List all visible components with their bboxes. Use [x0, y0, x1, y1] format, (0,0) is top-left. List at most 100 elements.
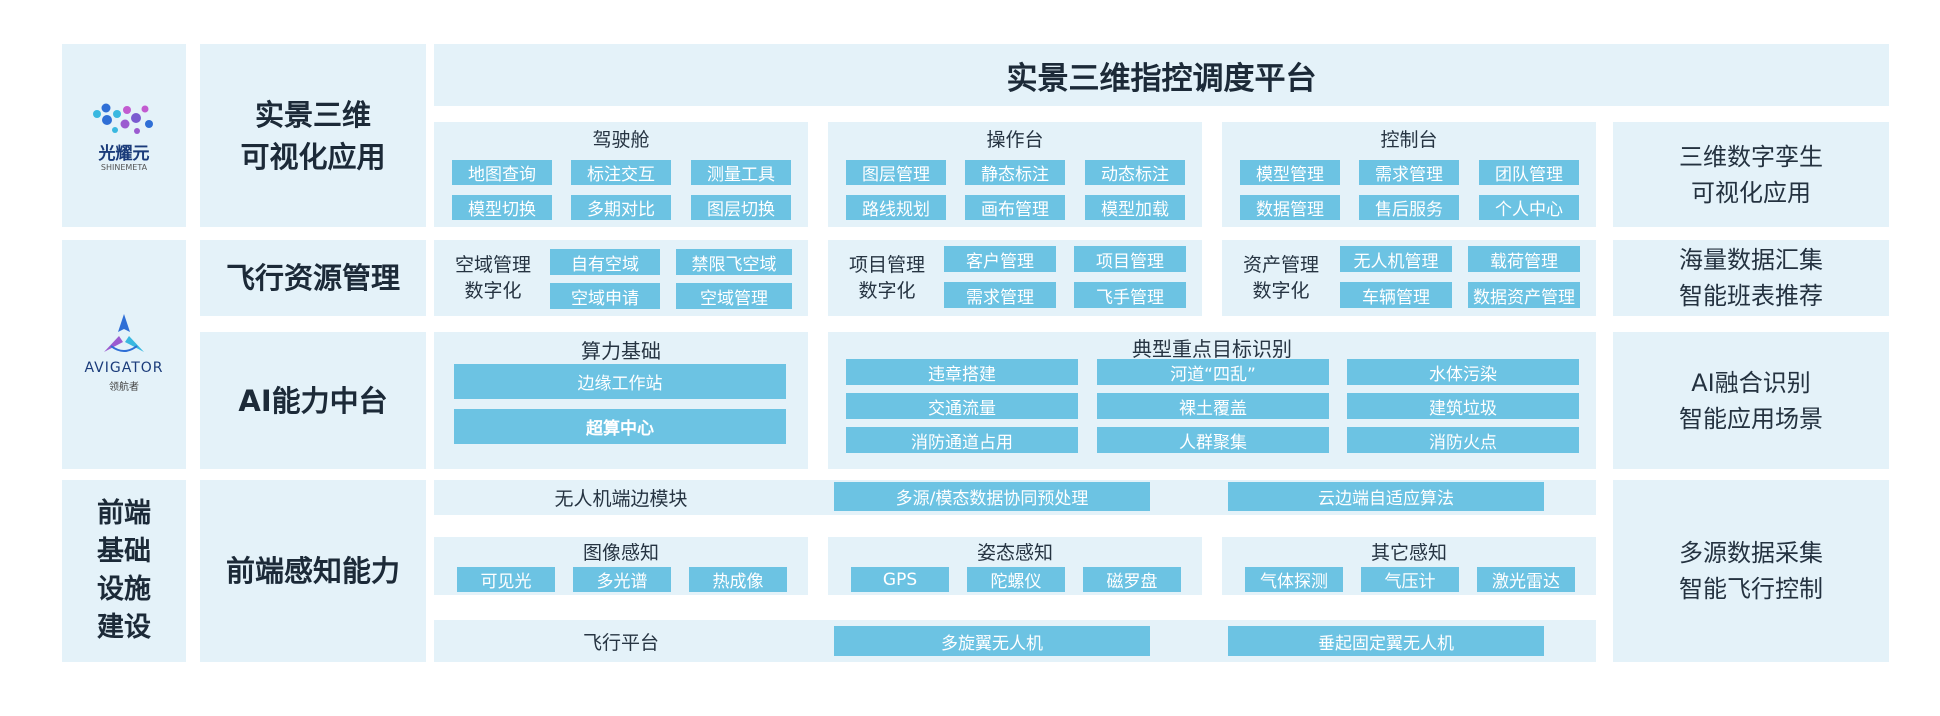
shinemeta-logo-icon [93, 103, 153, 134]
flight-platform-label: 飞行平台 [582, 631, 659, 654]
project-customer-manage[interactable]: 客户管理 [944, 246, 1056, 272]
target-bare-soil-cover[interactable]: 裸土覆盖 [1097, 393, 1329, 419]
flight-vtol-fixed-wing-drone[interactable]: 垂起固定翼无人机 [1228, 626, 1544, 656]
right-label-data: 海量数据汇集 智能班表推荐 [1613, 240, 1889, 316]
image-visible-light[interactable]: 可见光 [457, 567, 555, 592]
cockpit-annotation-interaction[interactable]: 标注交互 [571, 160, 671, 185]
project-label-line: 数字化 [858, 280, 916, 302]
control-demand-manage[interactable]: 需求管理 [1359, 160, 1459, 185]
right-label-line: 可视化应用 [1691, 178, 1811, 207]
edge-cloud-adaptive-algorithm[interactable]: 云边端自适应算法 [1228, 482, 1544, 511]
control-team-manage[interactable]: 团队管理 [1479, 160, 1579, 185]
console-canvas-manage[interactable]: 画布管理 [965, 195, 1065, 220]
asset-label-line: 资产管理 [1242, 254, 1319, 276]
right-label-twin: 三维数字孪生 可视化应用 [1613, 122, 1889, 227]
project-project-manage[interactable]: 项目管理 [1074, 246, 1186, 272]
airspace-own[interactable]: 自有空域 [550, 249, 660, 275]
frontend-infra-label: 前端 基础 设施 建设 [62, 480, 186, 662]
row-label-ai: AI能力中台 [200, 332, 426, 469]
control-data-manage[interactable]: 数据管理 [1240, 195, 1340, 220]
shinemeta-logo-name: 光耀元 [98, 143, 150, 164]
image-thermal[interactable]: 热成像 [689, 567, 787, 592]
pose-compass[interactable]: 磁罗盘 [1083, 567, 1181, 592]
flight-multirotor-drone[interactable]: 多旋翼无人机 [834, 626, 1150, 656]
avigator-logo-sub: 领航者 [109, 381, 139, 393]
cockpit-model-switch[interactable]: 模型切换 [452, 195, 552, 220]
asset-payload-manage[interactable]: 载荷管理 [1468, 246, 1580, 272]
airspace-label: 空域管理 数字化 [438, 240, 548, 316]
compute-edge-workstation[interactable]: 边缘工作站 [454, 364, 786, 399]
right-label-line: 智能应用场景 [1679, 404, 1823, 433]
compute-panel: 算力基础 [434, 332, 808, 469]
console-title: 操作台 [986, 128, 1044, 151]
target-fire-point[interactable]: 消防火点 [1347, 427, 1579, 453]
other-barometer[interactable]: 气压计 [1361, 567, 1459, 592]
frontend-infra-line: 设施 [97, 574, 151, 605]
edge-module-label: 无人机端边模块 [554, 488, 688, 510]
asset-drone-manage[interactable]: 无人机管理 [1340, 246, 1452, 272]
console-static-annotation[interactable]: 静态标注 [965, 160, 1065, 185]
row-label-frontend: 前端感知能力 [200, 480, 426, 662]
control-after-sales[interactable]: 售后服务 [1359, 195, 1459, 220]
pose-gps[interactable]: GPS [851, 567, 949, 592]
project-label-line: 项目管理 [848, 254, 925, 276]
right-label-line: 智能班表推荐 [1679, 282, 1823, 310]
asset-label: 资产管理 数字化 [1226, 240, 1336, 316]
edge-multisource-preprocess[interactable]: 多源/模态数据协同预处理 [834, 482, 1150, 511]
right-label-line: 多源数据采集 [1679, 539, 1823, 567]
cockpit-measure-tool[interactable]: 测量工具 [691, 160, 791, 185]
target-river-disorder[interactable]: 河道“四乱” [1097, 359, 1329, 385]
right-label-ai-text: AI融合识别 智能应用场景 [1613, 332, 1889, 469]
other-sensing-title: 其它感知 [1370, 541, 1447, 564]
row-label-resources-text: 飞行资源管理 [225, 261, 400, 295]
shinemeta-logo-sub: SHINEMETA [100, 162, 148, 172]
target-traffic-flow[interactable]: 交通流量 [846, 393, 1078, 419]
frontend-infra-line: 建设 [97, 612, 151, 643]
cockpit-multi-period-compare[interactable]: 多期对比 [571, 195, 671, 220]
platform-title: 实景三维指控调度平台 [1006, 60, 1317, 97]
control-model-manage[interactable]: 模型管理 [1240, 160, 1340, 185]
console-dynamic-annotation[interactable]: 动态标注 [1085, 160, 1185, 185]
right-label-line: 智能飞行控制 [1679, 575, 1823, 603]
frontend-infra-panel: 前端 基础 设施 建设 [62, 480, 186, 662]
target-illegal-construction[interactable]: 违章搭建 [846, 359, 1078, 385]
target-water-pollution[interactable]: 水体污染 [1347, 359, 1579, 385]
compute-title: 算力基础 [581, 338, 661, 363]
console-model-load[interactable]: 模型加载 [1085, 195, 1185, 220]
other-gas-detection[interactable]: 气体探测 [1245, 567, 1343, 592]
right-label-line: AI融合识别 [1691, 368, 1811, 397]
row-label-ai-text: AI能力中台 [238, 383, 388, 418]
right-label-twin-text: 三维数字孪生 可视化应用 [1613, 122, 1889, 227]
control-personal-center[interactable]: 个人中心 [1479, 195, 1579, 220]
target-construction-waste[interactable]: 建筑垃圾 [1347, 393, 1579, 419]
platform-title-bar: 实景三维指控调度平台 [434, 44, 1889, 106]
target-crowd-gathering[interactable]: 人群聚集 [1097, 427, 1329, 453]
row-label-line: 可视化应用 [240, 139, 386, 174]
right-label-collection-text: 多源数据采集 智能飞行控制 [1613, 480, 1889, 662]
image-multispectral[interactable]: 多光谱 [573, 567, 671, 592]
avigator-logo-name: AVIGATOR [84, 360, 164, 376]
console-route-planning[interactable]: 路线规划 [846, 195, 946, 220]
project-demand-manage[interactable]: 需求管理 [944, 282, 1056, 308]
airspace-no-fly[interactable]: 禁限飞空域 [676, 249, 792, 275]
console-layer-manage[interactable]: 图层管理 [846, 160, 946, 185]
project-pilot-manage[interactable]: 飞手管理 [1074, 282, 1186, 308]
compute-supercomputing-center[interactable]: 超算中心 [454, 409, 786, 444]
cockpit-layer-switch[interactable]: 图层切换 [691, 195, 791, 220]
cockpit-map-query[interactable]: 地图查询 [452, 160, 552, 185]
logo-panel-avigator: AVIGATOR 领航者 [62, 240, 186, 469]
image-sensing-title: 图像感知 [582, 541, 659, 564]
right-label-line: 三维数字孪生 [1679, 142, 1823, 171]
asset-data-asset-manage[interactable]: 数据资产管理 [1468, 282, 1580, 308]
target-fire-lane-occupation[interactable]: 消防通道占用 [846, 427, 1078, 453]
right-label-ai: AI融合识别 智能应用场景 [1613, 332, 1889, 469]
airspace-apply[interactable]: 空域申请 [550, 283, 660, 309]
asset-vehicle-manage[interactable]: 车辆管理 [1340, 282, 1452, 308]
cockpit-title: 驾驶舱 [592, 128, 650, 151]
other-lidar[interactable]: 激光雷达 [1477, 567, 1575, 592]
row-label-visualization: 实景三维 可视化应用 [200, 44, 426, 227]
frontend-infra-line: 基础 [97, 536, 151, 567]
pose-gyroscope[interactable]: 陀螺仪 [967, 567, 1065, 592]
airspace-manage[interactable]: 空域管理 [676, 283, 792, 309]
right-label-line: 海量数据汇集 [1679, 246, 1823, 274]
